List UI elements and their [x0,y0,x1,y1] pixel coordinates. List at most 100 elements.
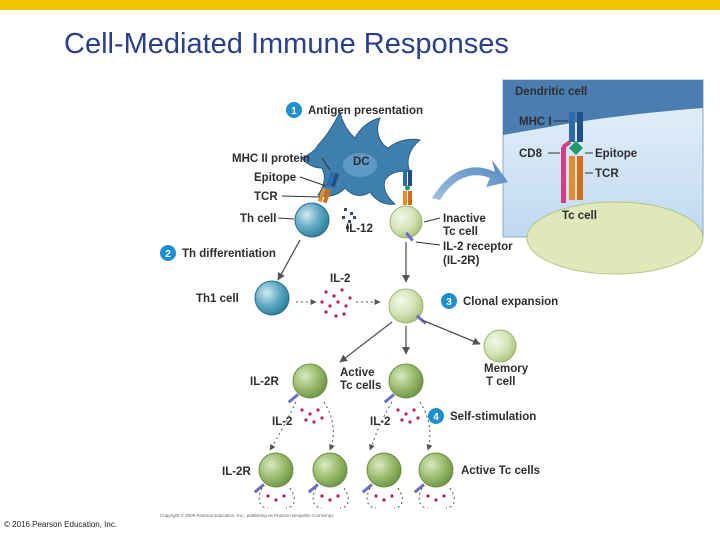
step-3-number: 3 [446,297,452,308]
il2r-label-2: (IL-2R) [443,255,480,267]
mhc1-tcr-complex-right [403,170,412,205]
epitope-label: Epitope [254,172,296,184]
expanding-tc-cell [388,288,424,324]
dendritic-cell: DC [301,110,422,205]
step-2-label: Th differentiation [182,248,276,260]
step-1-number: 1 [291,106,297,117]
mhc1-inset-panel: Dendritic cell MHC I CD8 Epitope TCR Tc … [502,79,704,275]
step-4-number: 4 [433,412,439,423]
inset-tc-cell-label: Tc cell [562,210,597,222]
slide-title: Cell-Mediated Immune Responses [64,28,509,60]
il2-label-right: IL-2 [370,416,390,428]
cd8-head [561,140,572,149]
tcr-chain-a [569,156,575,200]
arrow-expansion-to-active-left [339,321,393,363]
th-cell-leader [277,217,295,220]
memory-t-cell [483,329,517,363]
il2-cytokines-top [320,288,352,318]
bottom-feedback-arrows [258,487,455,509]
inset-cd8-label: CD8 [519,148,543,160]
bottom-tc-cell-3 [366,452,402,488]
il2-receptor-expanding [415,314,427,325]
il2-receptor-small [405,231,414,242]
mhc2-left-a [326,171,335,187]
mhc2-tcr-complex-left [317,171,340,204]
tcr-leader [281,195,321,198]
mhc2-left-b [330,172,340,188]
figure-credit: Copyright © 2009 Pearson Education, Inc.… [160,512,334,518]
memory-label-2: T cell [486,376,515,388]
tcr-left-b [322,188,332,204]
self-stimulation-arrows [269,401,433,451]
bottom-tc-cell-2 [312,452,348,488]
step-1: 1 Antigen presentation [286,102,423,118]
il2r-label-1: IL-2 receptor [443,241,513,253]
dc-label: DC [353,156,370,168]
inactive-tc-label-2: Tc cell [443,226,478,238]
tcr-left-a [317,187,327,203]
step-3-label: Clonal expansion [463,296,558,308]
th-cell-label: Th cell [240,213,276,225]
epitope-leader [299,176,327,187]
il2r-leader [415,241,441,246]
il2-label-left: IL-2 [272,416,292,428]
il2-receptor-active-1 [287,393,299,404]
active-tc-cell-2 [388,363,424,399]
active-tc-label-2: Tc cells [340,380,381,392]
dc-nucleus [343,153,377,177]
il2-cytokines-bottom [266,494,446,502]
step-4-label: Self-stimulation [450,411,536,423]
mhc2-protein-label: MHC II protein [232,153,310,165]
epitope-right [405,185,410,191]
bottom-tc-cell-1 [258,452,294,488]
inset-mhc1-label: MHC I [519,116,552,128]
il12-cytokines [342,208,356,229]
inactive-tc-label-1: Inactive [443,213,486,225]
inset-tcr-label: TCR [595,168,619,180]
mhc2-leader [321,157,331,171]
th-cell [294,202,330,238]
inset-dendritic-cell-label: Dendritic cell [515,86,587,98]
active-tc-cells-label: Active Tc cells [461,465,540,477]
il2-receptors-bottom [253,483,425,494]
active-tc-cell-1 [292,363,328,399]
step-1-label: Antigen presentation [308,105,423,117]
bottom-tc-cell-4 [418,452,454,488]
tcr-right-a [403,191,407,205]
il12-label: IL-12 [346,223,373,235]
th1-cell-label: Th1 cell [196,293,239,305]
inset-epitope-label: Epitope [595,148,637,160]
arrow-th-to-th1 [277,239,301,281]
epitope-diamond [569,141,583,155]
inactive-tc-cell [389,205,423,239]
il2-cytokines-mid [300,408,420,424]
il2r-short-label-top: IL-2R [250,376,279,388]
inset-tc-cell [526,201,704,275]
cd8-molecule [561,147,566,203]
step-4: 4 Self-stimulation [428,408,536,424]
il2r-short-label-bottom: IL-2R [222,466,251,478]
step-2: 2 Th differentiation [160,245,276,261]
inactive-tc-leader [423,217,441,223]
active-tc-label-1: Active [340,367,375,379]
copyright-notice: © 2016 Pearson Education, Inc. [4,520,118,529]
step-2-badge [160,245,176,261]
tcr-label: TCR [254,191,278,203]
th1-cell [254,280,290,316]
mhc1-chain-b [577,112,583,142]
memory-label-1: Memory [484,363,529,375]
step-1-badge [286,102,302,118]
top-accent-bar [0,0,720,10]
il2-receptor-active-2 [383,393,395,404]
step-4-badge [428,408,444,424]
arrow-expansion-to-memory [421,319,481,345]
inset-zoom-arrow [432,160,508,200]
step-2-number: 2 [165,249,171,260]
mhc1-chain-a [569,112,575,142]
step-3-badge [441,293,457,309]
mhc1-right-a [403,170,407,186]
mhc1-right-b [408,170,412,186]
step-3: 3 Clonal expansion [441,293,558,309]
tcr-chain-b [577,156,583,200]
